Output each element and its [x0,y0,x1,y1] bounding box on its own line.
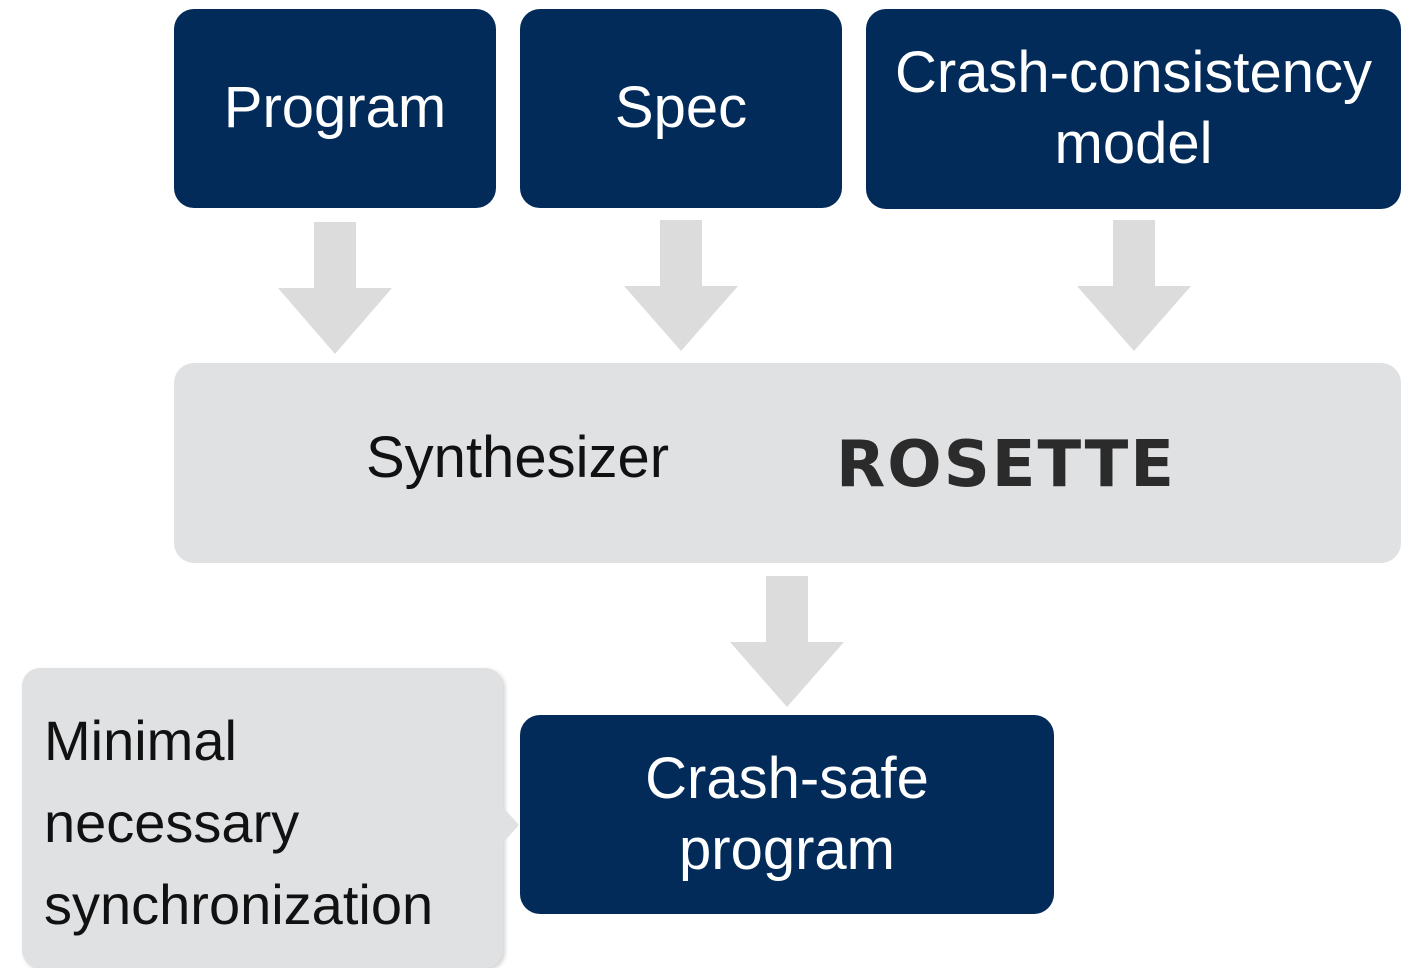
arrow-program-to-synthesizer [278,222,392,354]
program-label: Program [223,75,447,141]
callout-line3: synchronization [44,873,434,936]
model-label-line2: model [1054,111,1213,176]
arrow-model-to-synthesizer [1077,220,1191,351]
synchronization-callout: Minimal necessary synchronization [22,668,503,968]
arrow-synthesizer-to-output [730,576,844,707]
spec-box: Spec [520,9,842,208]
callout-line1: Minimal [44,709,237,772]
callout-pointer [501,805,519,845]
output-label-line1: Crash-safe [645,745,929,811]
program-box: Program [174,9,496,208]
synthesizer-label: Synthesizer [366,425,670,490]
crash-consistency-model-box: Crash-consistency model [866,9,1401,209]
model-label-line1: Crash-consistency [894,40,1373,106]
synthesizer-box: Synthesizer ROSETTE [174,363,1401,563]
rosette-logo: ROSETTE [836,428,1176,502]
callout-line2: necessary [44,791,300,854]
output-label-line2: program [679,816,895,882]
crash-safe-program-box: Crash-safe program [520,715,1054,914]
spec-label: Spec [614,75,748,141]
arrow-spec-to-synthesizer [624,220,738,351]
